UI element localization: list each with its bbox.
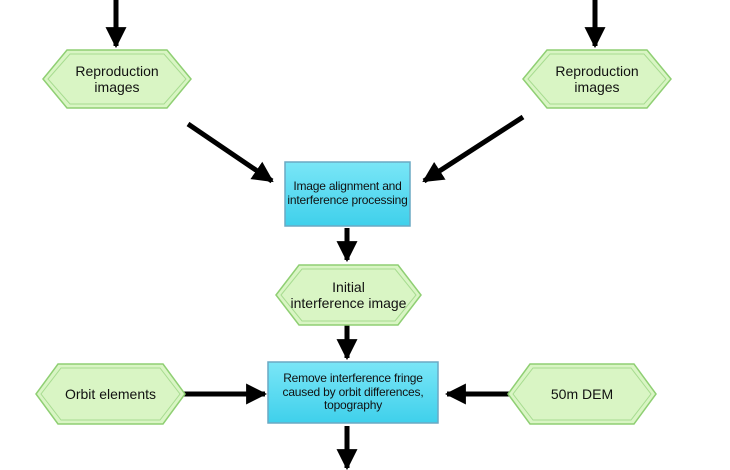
arrow-reproduction-left-to-alignment bbox=[186, 121, 274, 184]
arrow-reproduction-right-to-alignment bbox=[422, 114, 525, 184]
node-reproduction-left bbox=[42, 49, 192, 109]
node-alignment bbox=[284, 161, 411, 227]
node-initial bbox=[275, 264, 422, 326]
label-remove: Remove interference fringe caused by orb… bbox=[282, 370, 424, 413]
hexagon-nodes bbox=[35, 49, 672, 425]
label-dem: 50m DEM bbox=[550, 385, 614, 402]
node-reproduction-right bbox=[522, 49, 672, 109]
label-reproduction-right: Reproduction images bbox=[555, 62, 639, 95]
node-orbit bbox=[35, 363, 186, 425]
label-orbit: Orbit elements bbox=[64, 385, 157, 402]
node-remove bbox=[267, 361, 439, 424]
node-dem bbox=[507, 363, 657, 425]
label-alignment: Image alignment and interference process… bbox=[287, 179, 408, 207]
arrows bbox=[105, 0, 606, 470]
box-nodes bbox=[267, 161, 439, 424]
label-reproduction-left: Reproduction images bbox=[75, 62, 159, 95]
label-initial: Initial interference image bbox=[290, 278, 407, 311]
